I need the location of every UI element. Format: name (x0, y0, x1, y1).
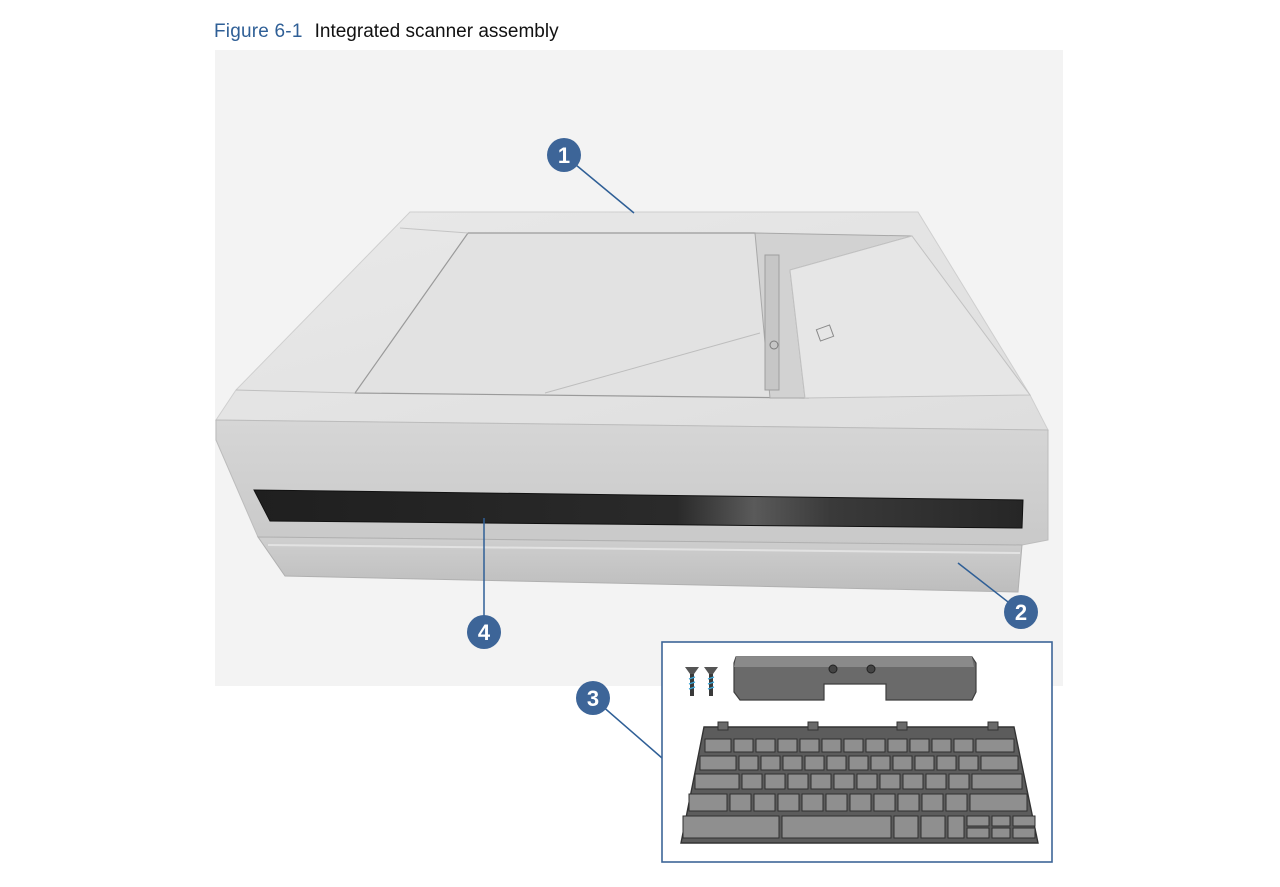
callout-1-leader (569, 159, 635, 214)
callout-4: 4 (467, 615, 501, 649)
screw-icon (685, 667, 718, 696)
callout-4-label: 4 (478, 620, 491, 645)
figure-number: Figure 6-1 (214, 21, 303, 42)
callout-2-label: 2 (1015, 600, 1027, 625)
paper-output-slot (253, 489, 1024, 529)
callout-1: 1 (547, 138, 581, 172)
figure-title: Integrated scanner assembly (314, 21, 559, 42)
callout-1-label: 1 (558, 143, 570, 168)
callout-3-label: 3 (587, 686, 599, 711)
keyboard-bracket (733, 656, 977, 701)
callout-2: 2 (1004, 595, 1038, 629)
keyboard (680, 721, 1039, 844)
keyboard-inset (661, 641, 1053, 863)
scanner-body (215, 211, 1049, 593)
callout-3: 3 (576, 681, 610, 715)
figure-caption: Figure 6-1 Integrated scanner assembly (214, 20, 559, 44)
